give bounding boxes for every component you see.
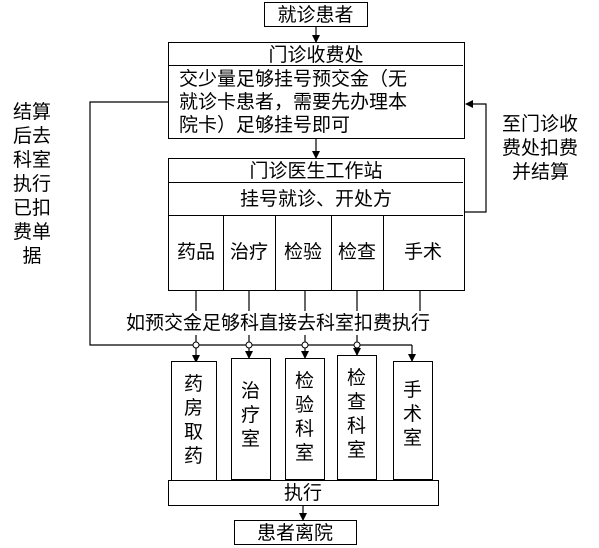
order-sep-2 — [275, 215, 276, 290]
dept-examination: 检查科室 — [337, 355, 377, 480]
dept-pharmacy: 药房取药 — [171, 361, 217, 483]
cashier-box: 门诊收费处 交少量足够挂号预交金（无 就诊卡患者，需要先办理本 院卡）足够挂号即… — [168, 42, 465, 139]
doctor-title: 门诊医生工作站 — [249, 160, 383, 182]
dept-examination-label: 检查科室 — [347, 367, 367, 461]
cashier-body-line-3: 院卡）足够挂号即可 — [179, 114, 351, 136]
dept-operating-room-label: 手术室 — [403, 379, 423, 449]
doctor-divider-2 — [169, 215, 463, 216]
cashier-body-line-2: 就诊卡患者，需要先办理本 — [179, 91, 408, 113]
loop-right-to-cashier — [464, 100, 487, 213]
order-item-lab-test: 检验 — [283, 241, 322, 263]
execute-box: 执行 — [168, 480, 439, 506]
order-sep-1 — [223, 215, 224, 290]
order-sep-3 — [331, 215, 332, 290]
doctor-action: 挂号就诊、开处方 — [239, 188, 392, 210]
order-sep-4 — [383, 215, 384, 290]
right-note-line-1: 至门诊收 — [502, 113, 579, 135]
order-item-surgery: 手术 — [403, 241, 442, 263]
junction-dot-2 — [245, 341, 253, 349]
dept-pharmacy-label: 药房取药 — [184, 373, 204, 467]
dept-treatment-room: 治疗室 — [231, 358, 271, 480]
start-label: 就诊患者 — [277, 4, 354, 26]
junction-dot-4 — [353, 341, 361, 349]
execute-label: 执行 — [283, 482, 322, 504]
order-item-treatment: 治疗 — [229, 241, 268, 263]
cashier-divider — [169, 65, 463, 66]
order-item-examination: 检查 — [337, 241, 376, 263]
dept-operating-room: 手术室 — [393, 361, 433, 480]
doctor-divider-1 — [169, 182, 463, 183]
dept-lab: 检验科室 — [285, 358, 325, 480]
left-side-note: 结算后去科室执行已扣费单据 — [13, 101, 52, 267]
junction-dot-3 — [301, 341, 309, 349]
junction-dot-1 — [192, 341, 200, 349]
order-item-medicine: 药品 — [176, 241, 215, 263]
end-label: 患者离院 — [256, 522, 333, 544]
dept-treatment-room-label: 治疗室 — [241, 380, 261, 450]
cashier-title: 门诊收费处 — [268, 44, 364, 66]
cashier-body-line-1: 交少量足够挂号预交金（无 — [179, 68, 408, 90]
doctor-box: 门诊医生工作站 挂号就诊、开处方 药品 治疗 检验 检查 手术 — [168, 158, 465, 291]
dept-note: 如预交金足够科直接去科室扣费执行 — [125, 311, 432, 335]
right-note-line-2: 费处扣费 — [502, 137, 579, 159]
end-box: 患者离院 — [234, 520, 357, 545]
dept-lab-label: 检验科室 — [295, 370, 315, 464]
right-note-line-3: 并结算 — [512, 161, 570, 183]
start-box: 就诊患者 — [264, 2, 368, 27]
